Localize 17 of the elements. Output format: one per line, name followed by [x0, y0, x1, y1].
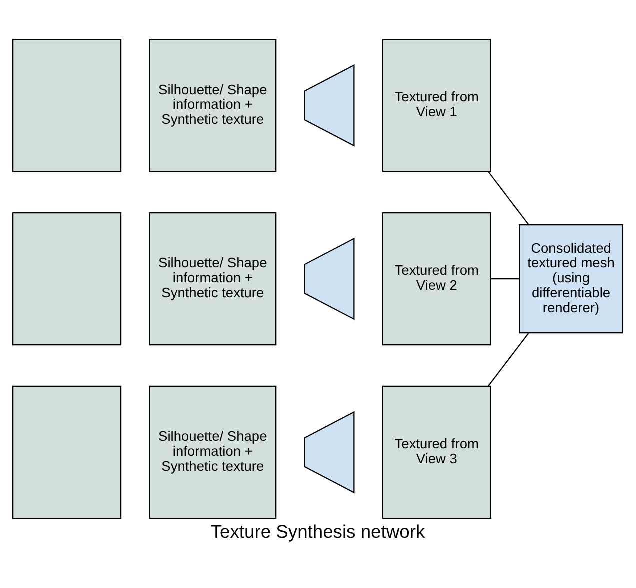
- caption: Texture Synthesis network: [210, 520, 426, 542]
- node-box: Silhouette/ Shape information + Synthetic texture: [149, 386, 277, 520]
- node-bowtie: [304, 238, 355, 320]
- node-box: [12, 212, 122, 346]
- connector: [488, 171, 530, 226]
- node-bowtie: [304, 411, 355, 494]
- node-box: [12, 386, 122, 520]
- node-box: Consolidated textured mesh (using differentiable renderer): [519, 224, 624, 334]
- node-box: Textured from View 3: [382, 386, 492, 520]
- node-box: Silhouette/ Shape information + Synthetic texture: [149, 39, 277, 172]
- node-bowtie: [304, 64, 355, 147]
- node-box: Textured from View 1: [382, 39, 492, 172]
- node-box: Silhouette/ Shape information + Synthetic texture: [149, 212, 277, 346]
- node-box: Textured from View 2: [382, 212, 492, 346]
- connector: [488, 332, 530, 387]
- connector: [490, 278, 520, 280]
- node-box: [12, 39, 122, 172]
